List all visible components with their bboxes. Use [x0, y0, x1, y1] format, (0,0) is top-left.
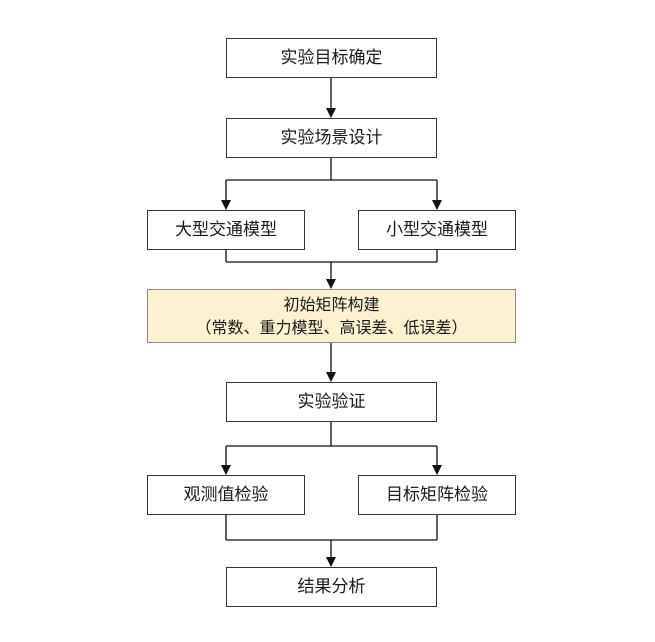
node-small-model-label: 小型交通模型: [386, 219, 488, 240]
node-objective: 实验目标确定: [226, 38, 437, 78]
node-target-check-label: 目标矩阵检验: [386, 484, 488, 505]
node-validation: 实验验证: [226, 382, 437, 422]
node-validation-label: 实验验证: [297, 391, 366, 412]
node-observed-check: 观测值检验: [147, 475, 305, 515]
node-analysis: 结果分析: [226, 567, 437, 607]
node-analysis-label: 结果分析: [297, 576, 366, 597]
node-initial-matrix-title: 初始矩阵构建: [283, 294, 380, 314]
node-initial-matrix-detail: （常数、重力模型、高误差、低误差）: [195, 318, 468, 337]
node-objective-label: 实验目标确定: [280, 47, 383, 68]
node-scenario-label: 实验场景设计: [280, 127, 383, 148]
node-scenario: 实验场景设计: [226, 118, 437, 158]
node-initial-matrix: 初始矩阵构建 （常数、重力模型、高误差、低误差）: [147, 289, 516, 343]
node-observed-check-label: 观测值检验: [183, 484, 269, 505]
node-target-check: 目标矩阵检验: [358, 475, 516, 515]
node-large-model: 大型交通模型: [147, 210, 305, 250]
node-large-model-label: 大型交通模型: [175, 219, 277, 240]
node-small-model: 小型交通模型: [358, 210, 516, 250]
